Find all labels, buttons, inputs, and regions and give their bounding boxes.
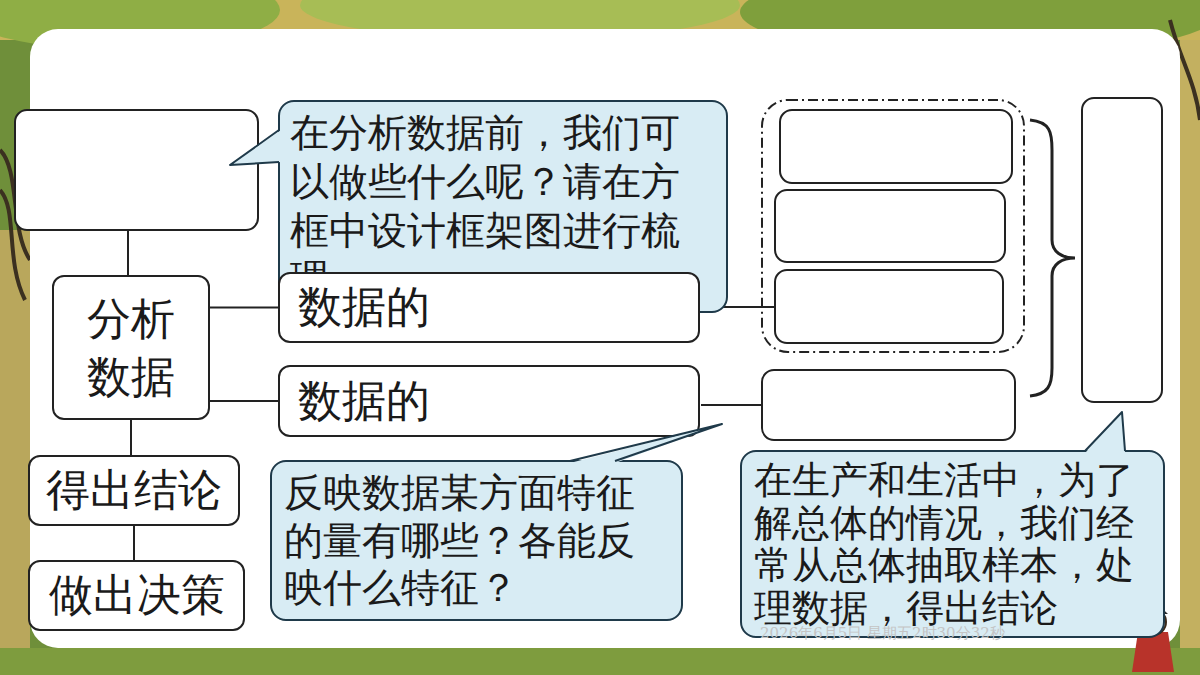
node-text: 做出决策	[38, 569, 235, 622]
brace	[1030, 120, 1075, 396]
empty-box	[762, 370, 1015, 440]
empty-box	[775, 190, 1005, 262]
callout-tail-outline	[1085, 412, 1125, 451]
white-panel	[30, 29, 1180, 648]
connector-line	[210, 306, 278, 308]
date-watermark: 2026年6月5日 星期五2时30分32秒	[760, 624, 1005, 643]
empty-box	[775, 270, 1003, 343]
note-callout: 在生产和生活中，为了解总体的情况，我们经常从总体抽取样本，处理数据，得出结论	[740, 450, 1165, 638]
empty-box	[1082, 98, 1162, 402]
callout-tail-fill	[570, 424, 722, 463]
callout-tail	[230, 130, 281, 165]
node-text: 数据的	[298, 281, 680, 334]
empty-box	[780, 110, 1012, 183]
connector-line	[130, 420, 132, 455]
callout-tail	[1085, 412, 1125, 453]
callout-tail	[570, 424, 722, 463]
process-box: 数据的	[278, 365, 700, 437]
node-text: 数据的	[298, 375, 680, 428]
process-box: 做出决策	[28, 560, 245, 631]
bottom-band	[0, 648, 1200, 675]
process-box: 数据的	[278, 272, 700, 343]
empty-box	[15, 110, 258, 230]
tree-branch	[1170, 20, 1200, 120]
dashed-group-outline	[762, 100, 1024, 352]
connector-line	[210, 400, 278, 402]
connector-line	[133, 526, 135, 560]
question-callout: 反映数据某方面特征的量有哪些？各能反映什么特征？	[270, 460, 683, 621]
left-strip	[0, 230, 30, 675]
callout-tail-fill	[1085, 412, 1125, 453]
callout-tail-outline	[230, 130, 279, 165]
node-text: 反映数据某方面特征的量有哪些？各能反映什么特征？	[284, 469, 669, 612]
callout-tail-fill	[230, 130, 281, 165]
right-strip	[1180, 40, 1200, 675]
process-box: 分析数据	[52, 275, 210, 420]
node-text: 得出结论	[38, 464, 230, 517]
node-text: 在生产和生活中，为了解总体的情况，我们经常从总体抽取样本，处理数据，得出结论	[754, 459, 1151, 629]
top-band	[0, 0, 1200, 40]
tree-branch	[0, 150, 30, 300]
process-box: 得出结论	[28, 455, 240, 526]
callout-tail-outline	[570, 424, 722, 461]
foliage	[0, 0, 280, 50]
foliage	[740, 0, 1200, 57]
connector-line	[701, 404, 762, 406]
node-text: 分析数据	[79, 290, 183, 404]
connector-line	[127, 231, 129, 275]
foliage	[300, 0, 740, 40]
